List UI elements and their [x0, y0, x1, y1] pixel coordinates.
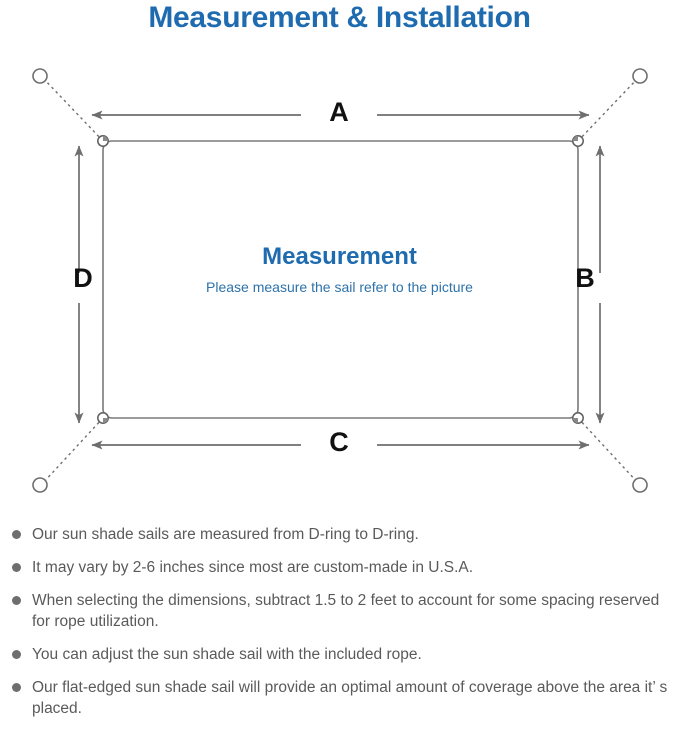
- bullet-icon: [12, 650, 21, 659]
- d-ring-shading: [103, 135, 578, 424]
- list-item-text: Our sun shade sails are measured from D-…: [32, 526, 419, 543]
- bullet-icon: [12, 596, 21, 605]
- list-item: It may vary by 2-6 inches since most are…: [0, 557, 679, 578]
- list-item: Our sun shade sails are measured from D-…: [0, 524, 679, 545]
- list-item-text: Our flat-edged sun shade sail will provi…: [32, 679, 668, 717]
- anchor-points: [32, 68, 648, 493]
- list-item-text: When selecting the dimensions, subtract …: [32, 592, 660, 630]
- sail-shape: [102, 140, 579, 419]
- anchor-circle-icon: [32, 477, 48, 493]
- dimension-label-b: B: [575, 263, 595, 293]
- bullet-icon: [12, 563, 21, 572]
- anchor-circle-icon: [632, 68, 648, 84]
- measurement-heading: Measurement: [262, 243, 417, 270]
- list-item-text: You can adjust the sun shade sail with t…: [32, 646, 422, 663]
- bullet-icon: [12, 530, 21, 539]
- dimension-label-a: A: [329, 97, 349, 127]
- bullet-icon: [12, 683, 21, 692]
- anchor-circle-icon: [32, 68, 48, 84]
- measurement-diagram: [0, 45, 679, 515]
- list-item-text: It may vary by 2-6 inches since most are…: [32, 559, 474, 576]
- dimension-label-c: C: [329, 427, 349, 457]
- list-item: You can adjust the sun shade sail with t…: [0, 644, 679, 665]
- anchor-circle-icon: [632, 477, 648, 493]
- rope-lines: [41, 76, 640, 485]
- list-item: When selecting the dimensions, subtract …: [0, 590, 679, 632]
- measurement-subtext: Please measure the sail refer to the pic…: [206, 279, 473, 295]
- list-item: Our flat-edged sun shade sail will provi…: [0, 677, 679, 719]
- page-title: Measurement & Installation: [148, 1, 531, 34]
- dimension-label-d: D: [73, 263, 93, 293]
- notes-list: Our sun shade sails are measured from D-…: [0, 524, 679, 731]
